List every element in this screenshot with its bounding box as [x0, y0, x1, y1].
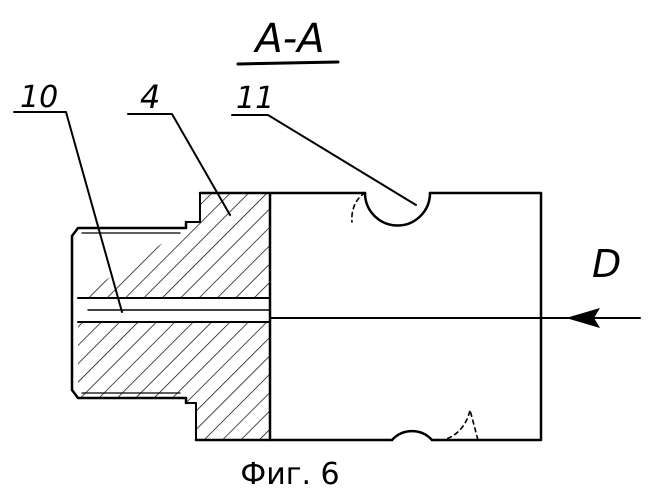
section-title: A-A [238, 16, 338, 64]
callout-10: 10 [14, 80, 122, 312]
bottom-notch-hidden [432, 410, 478, 440]
direction-label: D [592, 242, 621, 286]
top-notch-hidden [352, 193, 365, 222]
hatched-section [70, 185, 275, 447]
callout-label-4: 4 [140, 78, 160, 116]
section-title-underline [238, 62, 338, 64]
direction-arrow: D [566, 242, 621, 328]
bottom-notch [392, 431, 432, 440]
part-outline [72, 193, 640, 440]
figure-caption: Фиг. 6 [240, 457, 339, 492]
section-label: A-A [252, 16, 324, 62]
callout-label-10: 10 [20, 80, 58, 115]
callout-11: 11 [232, 81, 416, 205]
hatching [70, 185, 275, 447]
body-outline [270, 193, 541, 440]
callout-label-11: 11 [236, 81, 274, 116]
callout-11-leader [232, 115, 416, 205]
top-notch [365, 193, 430, 226]
